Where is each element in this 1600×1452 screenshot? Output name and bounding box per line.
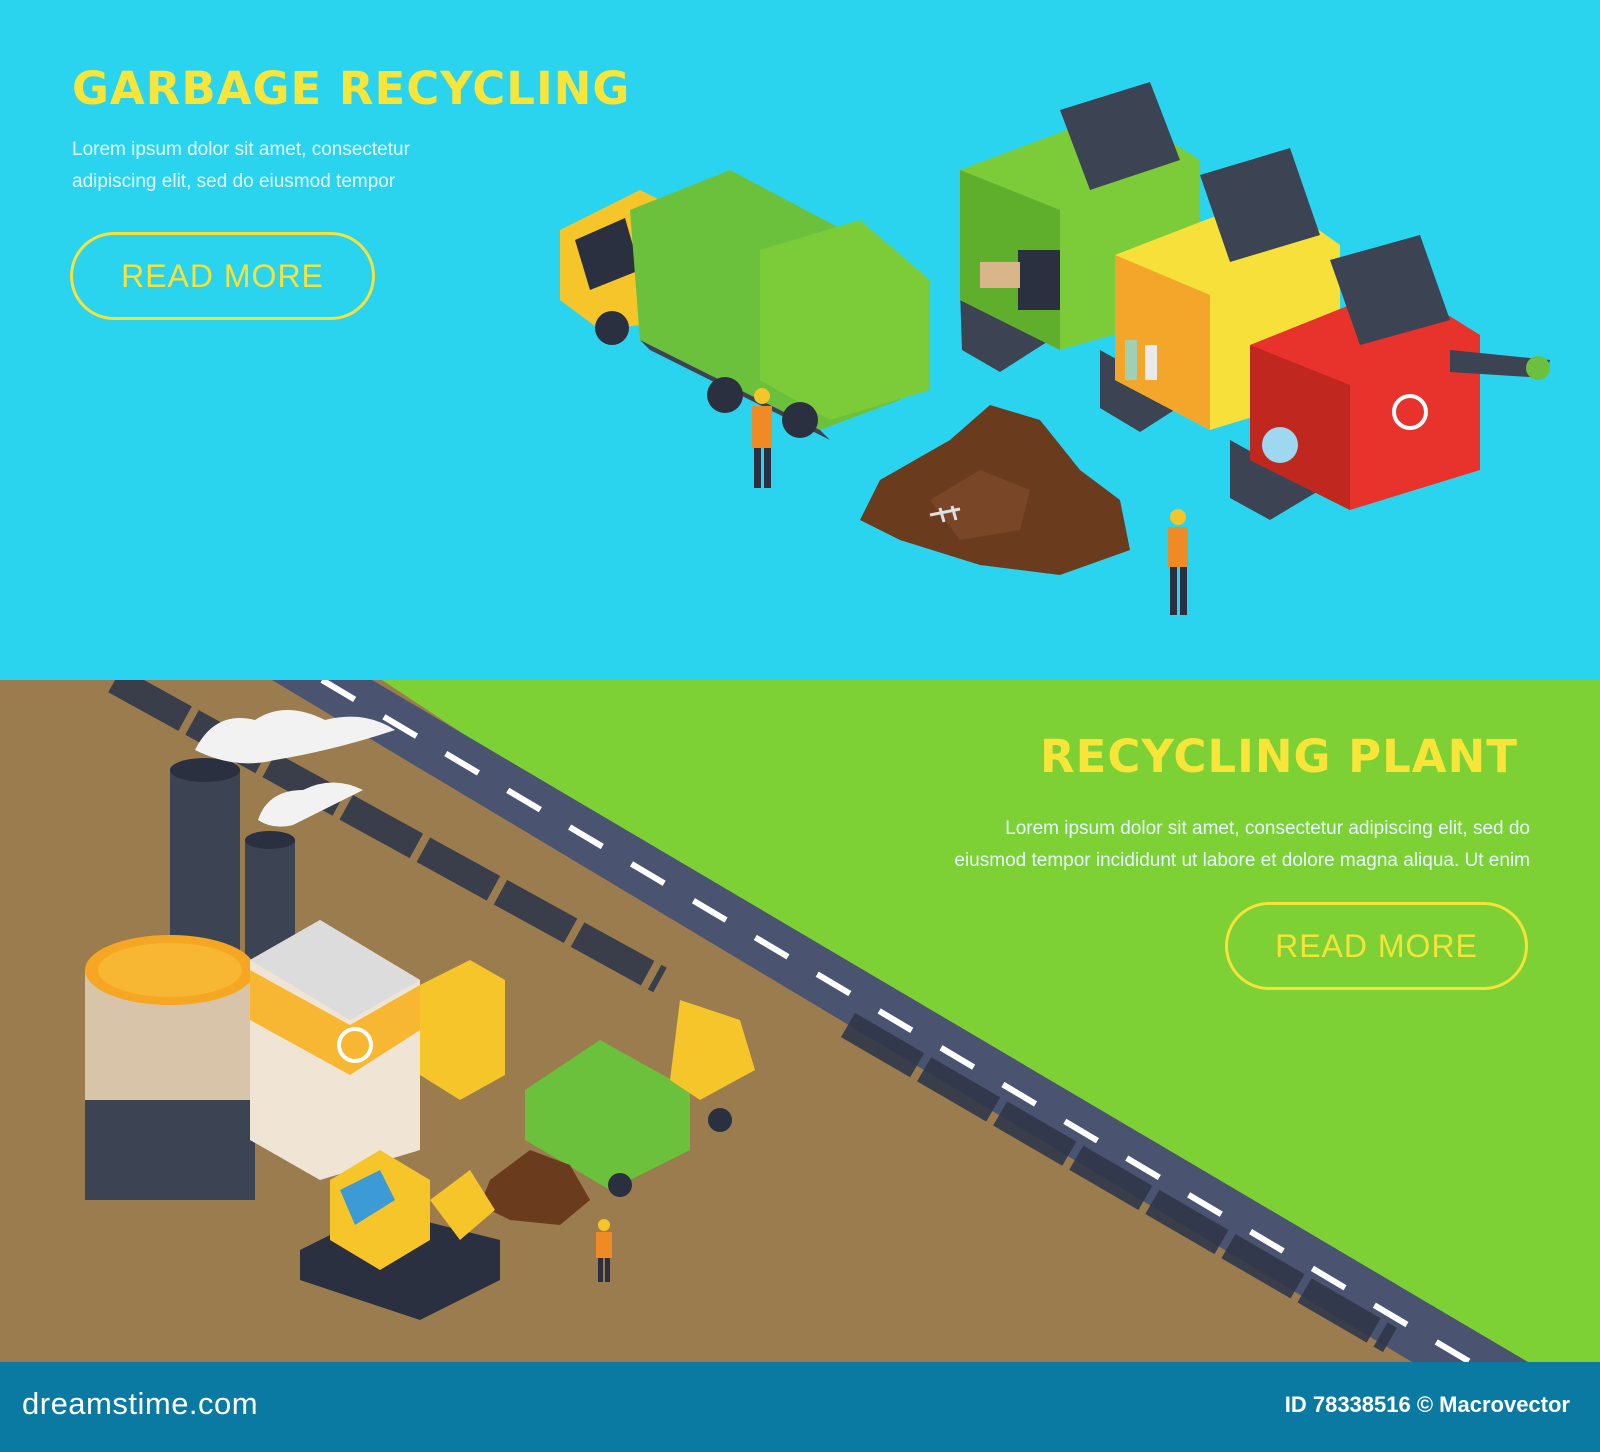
truck-icon	[560, 170, 930, 440]
worker-icon	[752, 388, 772, 488]
sorting-machine-icon	[1100, 148, 1340, 432]
truck-icon	[525, 1000, 755, 1197]
garbage-pile	[860, 405, 1130, 575]
excavator-icon	[300, 1150, 500, 1320]
read-more-button[interactable]: READ MORE	[70, 232, 375, 320]
footer-bar: dreamstime.com ID 78338516 © Macrovector	[0, 1362, 1600, 1452]
garbage-pile	[480, 1150, 590, 1225]
factory-icon	[85, 710, 505, 1200]
plant-text-line-1: Lorem ipsum dolor sit amet, consectetur …	[1005, 818, 1530, 839]
headline-garbage-recycling: GARBAGE RECYCLING	[72, 62, 631, 115]
footer-credit: ID 78338516 © Macrovector	[1284, 1392, 1570, 1417]
recycling-plant-illustration	[0, 680, 1528, 1362]
footer-brand[interactable]: dreamstime.com	[22, 1386, 259, 1421]
worker-icon	[596, 1219, 612, 1282]
recycle-icon	[1392, 394, 1428, 430]
road-center-line	[320, 680, 1472, 1362]
sorting-machine-icon	[1230, 235, 1550, 520]
intro-text-line-1: Lorem ipsum dolor sit amet, consectetur	[72, 139, 410, 160]
garbage-recycling-illustration	[560, 82, 1550, 615]
plant-text-line-2: eiusmod tempor incididunt ut labore et d…	[954, 850, 1530, 871]
sorting-machine-icon	[960, 82, 1200, 372]
read-more-button-plant[interactable]: READ MORE	[1225, 902, 1528, 990]
recycle-icon	[337, 1027, 373, 1063]
headline-recycling-plant: RECYCLING PLANT	[1040, 730, 1518, 783]
intro-text-line-2: adipiscing elit, sed do eiusmod tempor	[72, 171, 396, 192]
fence	[108, 680, 667, 993]
recycling-plant-banner: RECYCLING PLANT Lorem ipsum dolor sit am…	[0, 680, 1600, 1362]
fence	[840, 1012, 1398, 1353]
garbage-recycling-banner: GARBAGE RECYCLING Lorem ipsum dolor sit …	[0, 0, 1600, 680]
worker-icon	[1168, 509, 1188, 615]
